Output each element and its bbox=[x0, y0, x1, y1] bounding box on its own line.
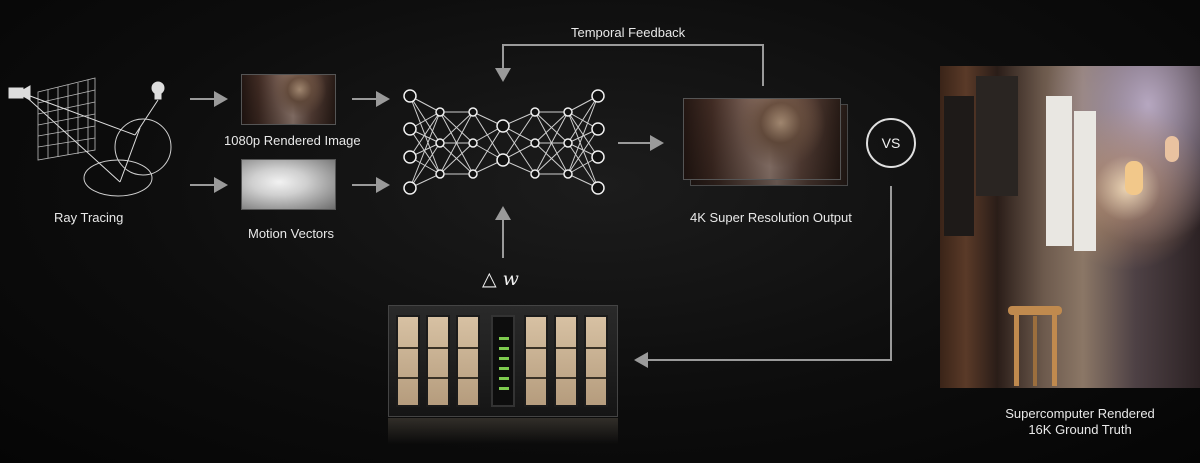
output-label: 4K Super Resolution Output bbox=[690, 210, 852, 225]
network-node bbox=[592, 182, 604, 194]
network-node bbox=[531, 108, 539, 116]
rack-control-panel bbox=[491, 315, 515, 407]
network-node bbox=[469, 170, 477, 178]
rendered-image-label: 1080p Rendered Image bbox=[224, 133, 361, 148]
ground-truth-line1: Supercomputer Rendered bbox=[990, 406, 1170, 422]
motion-vectors-label: Motion Vectors bbox=[248, 226, 334, 241]
network-node bbox=[564, 108, 572, 116]
network-node bbox=[497, 120, 509, 132]
output-image-front bbox=[683, 98, 841, 180]
ground-truth-label: Supercomputer Rendered 16K Ground Truth bbox=[990, 406, 1170, 438]
network-node bbox=[404, 182, 416, 194]
supercomputer-rack bbox=[388, 305, 618, 417]
ray-tracing-illustration bbox=[9, 78, 171, 196]
ray-tracing-label: Ray Tracing bbox=[54, 210, 123, 225]
network-node bbox=[436, 108, 444, 116]
vs-text: VS bbox=[882, 135, 901, 151]
network-node bbox=[497, 154, 509, 166]
rendered-image-thumbnail bbox=[241, 74, 336, 125]
banner-shape bbox=[1046, 96, 1072, 246]
network-node bbox=[592, 90, 604, 102]
network-node bbox=[436, 139, 444, 147]
ground-ellipse bbox=[84, 160, 152, 196]
neural-network bbox=[404, 90, 604, 194]
banner-shape bbox=[976, 76, 1018, 196]
sphere-shape bbox=[115, 119, 171, 175]
ground-truth-image bbox=[940, 66, 1200, 388]
stool-leg bbox=[1033, 316, 1037, 386]
network-node bbox=[404, 90, 416, 102]
stool-leg bbox=[1014, 314, 1019, 386]
network-node bbox=[469, 108, 477, 116]
banner-shape bbox=[1074, 111, 1096, 251]
network-node bbox=[531, 139, 539, 147]
rack-reflection bbox=[388, 418, 618, 444]
network-node bbox=[469, 139, 477, 147]
camera-icon bbox=[9, 88, 23, 98]
network-node bbox=[592, 151, 604, 163]
image-plane-grid bbox=[38, 78, 95, 160]
ground-truth-line2: 16K Ground Truth bbox=[990, 422, 1170, 438]
stool-leg bbox=[1052, 314, 1057, 386]
network-node bbox=[592, 123, 604, 135]
delta-w-label: △ w bbox=[482, 268, 519, 290]
network-node bbox=[436, 170, 444, 178]
banner-shape bbox=[944, 96, 974, 236]
network-node bbox=[531, 170, 539, 178]
temporal-feedback-arrow bbox=[503, 45, 763, 86]
motion-vectors-thumbnail bbox=[241, 159, 336, 210]
network-node bbox=[404, 123, 416, 135]
lantern-shape bbox=[1165, 136, 1179, 162]
vs-circle: VS bbox=[866, 118, 916, 168]
network-node bbox=[564, 170, 572, 178]
network-node bbox=[564, 139, 572, 147]
network-node bbox=[404, 151, 416, 163]
lantern-shape bbox=[1125, 161, 1143, 195]
light-bulb-icon bbox=[152, 82, 164, 99]
temporal-feedback-label: Temporal Feedback bbox=[571, 25, 685, 40]
